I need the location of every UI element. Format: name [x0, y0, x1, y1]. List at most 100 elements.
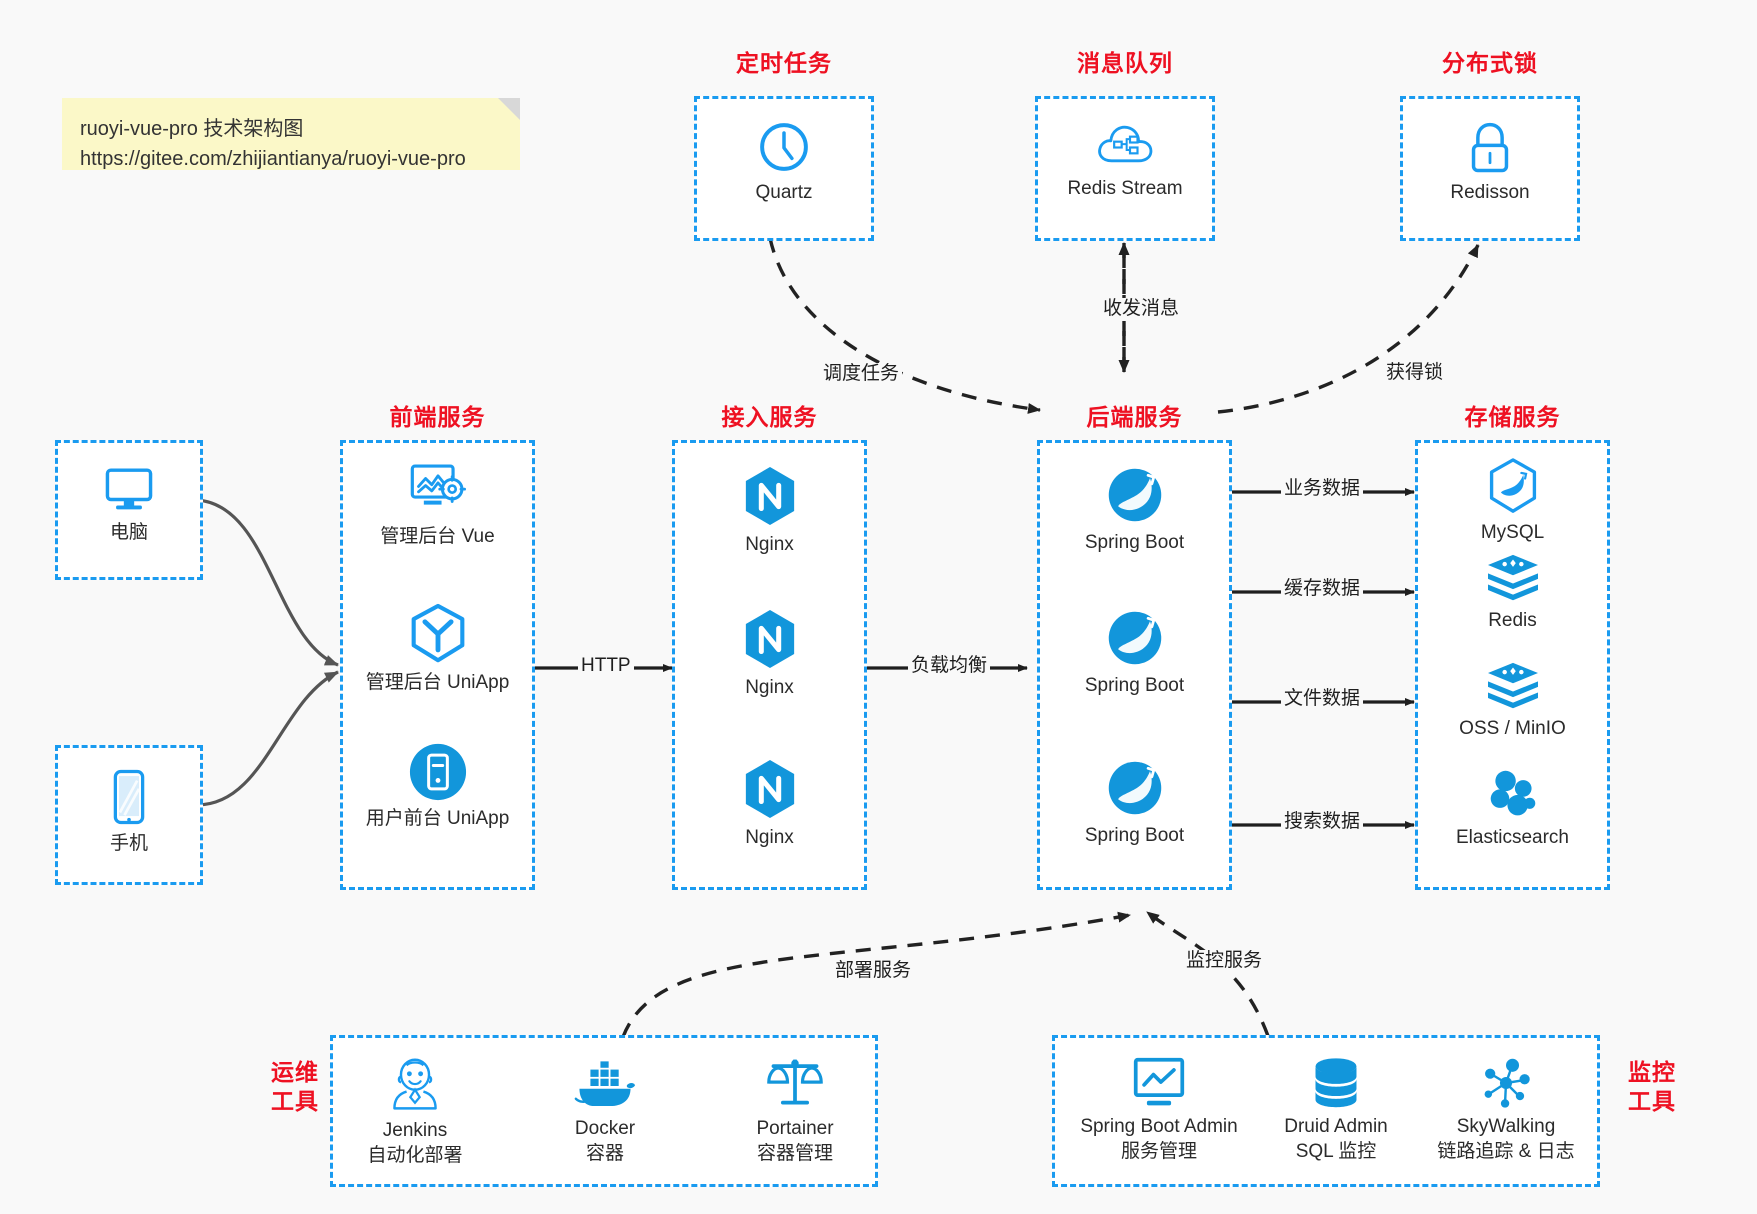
spring-boot-icon: [1040, 758, 1229, 818]
node-oss-minio[interactable]: OSS / MinIO: [1418, 661, 1607, 741]
oss-stack-icon: [1418, 661, 1607, 711]
node-skywalking-sublabel: 链路追踪 & 日志: [1437, 1140, 1575, 1162]
group-box-frontend: 管理后台 Vue 管理后台 UniApp 用户前台 U: [340, 440, 535, 890]
database-icon: [1236, 1056, 1436, 1110]
node-admin-uniapp-label: 管理后台 UniApp: [365, 672, 510, 693]
group-title-storage: 存储服务: [1464, 404, 1561, 430]
group-title-devops-line1: 运维: [271, 1059, 319, 1085]
node-spring-boot-2-label: Spring Boot: [1084, 675, 1185, 696]
node-jenkins[interactable]: Jenkins 自动化部署: [315, 1056, 515, 1168]
node-spring-boot-admin-label: Spring Boot Admin: [1080, 1116, 1238, 1137]
node-spring-boot-admin[interactable]: Spring Boot Admin 服务管理: [1059, 1056, 1259, 1164]
group-title-devops: 运维 工具: [255, 1058, 335, 1117]
node-redis[interactable]: Redis: [1418, 553, 1607, 633]
nginx-icon: [675, 465, 864, 527]
edge-desktop-to-frontend: [196, 498, 339, 667]
node-skywalking-label: SkyWalking: [1456, 1116, 1556, 1137]
node-nginx-3-label: Nginx: [745, 827, 794, 848]
node-portainer[interactable]: Portainer 容器管理: [695, 1054, 895, 1166]
lock-icon: [1403, 121, 1577, 175]
edge-label-acquire-lock: 获得锁: [1383, 362, 1447, 385]
jenkins-butler-icon: [315, 1056, 515, 1114]
mysql-dolphin-icon: [1418, 457, 1607, 515]
node-skywalking[interactable]: SkyWalking 链路追踪 & 日志: [1406, 1056, 1606, 1164]
group-title-monitoring-line1: 监控: [1628, 1059, 1676, 1085]
group-title-gateway: 接入服务: [721, 404, 818, 430]
group-box-scheduled-task: Quartz: [694, 96, 874, 241]
app-circle-icon: [343, 743, 532, 801]
node-nginx-2[interactable]: Nginx: [675, 608, 864, 700]
node-mobile[interactable]: 手机: [58, 768, 200, 856]
group-box-devops: Jenkins 自动化部署: [330, 1035, 878, 1187]
node-docker[interactable]: Docker 容器: [505, 1060, 705, 1166]
node-spring-boot-3[interactable]: Spring Boot: [1040, 758, 1229, 848]
group-title-frontend: 前端服务: [389, 404, 486, 430]
node-spring-boot-admin-sublabel: 服务管理: [1120, 1140, 1197, 1162]
node-docker-sublabel: 容器: [585, 1142, 624, 1164]
node-admin-vue-label: 管理后台 Vue: [380, 526, 495, 547]
node-admin-uniapp[interactable]: 管理后台 UniApp: [343, 603, 532, 695]
edge-mobile-to-frontend: [196, 670, 339, 807]
node-nginx-3[interactable]: Nginx: [675, 758, 864, 850]
node-spring-boot-2[interactable]: Spring Boot: [1040, 608, 1229, 698]
node-desktop-label: 电脑: [109, 522, 148, 543]
cloud-stream-icon: [1038, 119, 1212, 171]
node-jenkins-label: Jenkins: [382, 1120, 448, 1141]
group-box-distributed-lock: Redisson: [1400, 96, 1580, 241]
node-spring-boot-1-label: Spring Boot: [1084, 532, 1185, 553]
node-redisson[interactable]: Redisson: [1403, 121, 1577, 205]
edge-label-search-data: 搜索数据: [1281, 811, 1364, 834]
group-title-monitoring-line2: 工具: [1628, 1088, 1676, 1115]
group-title-monitoring: 监控 工具: [1612, 1058, 1692, 1117]
node-quartz[interactable]: Quartz: [697, 119, 871, 205]
elasticsearch-icon: [1418, 768, 1607, 820]
node-docker-label: Docker: [574, 1118, 636, 1139]
edge-label-monitor-service: 监控服务: [1183, 950, 1266, 973]
group-title-distributed-lock: 分布式锁: [1442, 50, 1538, 76]
node-mysql[interactable]: MySQL: [1418, 457, 1607, 545]
group-box-monitoring: Spring Boot Admin 服务管理 Druid Admin SQL 监…: [1052, 1035, 1600, 1187]
docker-whale-icon: [505, 1060, 705, 1112]
dashboard-gear-icon: [343, 461, 532, 519]
group-box-storage: MySQL Redis: [1415, 440, 1610, 890]
node-desktop[interactable]: 电脑: [58, 465, 200, 545]
edge-label-deploy-service: 部署服务: [832, 960, 915, 983]
node-elasticsearch[interactable]: Elasticsearch: [1418, 768, 1607, 850]
mobile-icon: [58, 768, 200, 826]
edge-label-load-balance: 负载均衡: [908, 655, 991, 678]
edge-label-send-receive-message: 收发消息: [1100, 298, 1183, 321]
node-redis-stream[interactable]: Redis Stream: [1038, 119, 1212, 201]
node-spring-boot-1[interactable]: Spring Boot: [1040, 465, 1229, 555]
node-quartz-label: Quartz: [755, 182, 813, 203]
node-druid-admin[interactable]: Druid Admin SQL 监控: [1236, 1056, 1436, 1164]
edge-monitor-service: [1145, 910, 1270, 1037]
node-user-uniapp[interactable]: 用户前台 UniApp: [343, 743, 532, 831]
group-title-message-queue: 消息队列: [1077, 50, 1173, 76]
scales-icon: [695, 1054, 895, 1112]
group-title-devops-line2: 工具: [271, 1088, 319, 1115]
group-title-backend: 后端服务: [1086, 404, 1183, 430]
note-fold-corner: [498, 98, 520, 120]
node-redis-stream-label: Redis Stream: [1067, 178, 1183, 199]
nginx-icon: [675, 758, 864, 820]
node-nginx-1-label: Nginx: [745, 534, 794, 555]
node-admin-vue[interactable]: 管理后台 Vue: [343, 461, 532, 549]
group-box-client-mobile: 手机: [55, 745, 203, 885]
spring-boot-icon: [1040, 608, 1229, 668]
node-portainer-label: Portainer: [756, 1118, 834, 1139]
edge-label-cache-data: 缓存数据: [1281, 578, 1364, 601]
node-elasticsearch-label: Elasticsearch: [1456, 827, 1569, 848]
node-nginx-1[interactable]: Nginx: [675, 465, 864, 557]
note-line-url: https://gitee.com/zhijiantianya/ruoyi-vu…: [80, 148, 466, 170]
node-nginx-2-label: Nginx: [745, 677, 794, 698]
info-note: ruoyi-vue-pro 技术架构图 https://gitee.com/zh…: [62, 98, 520, 170]
node-druid-admin-label: Druid Admin: [1284, 1116, 1388, 1137]
redis-stack-icon: [1418, 553, 1607, 603]
desktop-icon: [58, 465, 200, 515]
edge-label-business-data: 业务数据: [1281, 478, 1364, 501]
node-portainer-sublabel: 容器管理: [756, 1142, 833, 1164]
edge-label-http: HTTP: [578, 655, 634, 678]
group-title-scheduled-task: 定时任务: [736, 50, 832, 76]
node-spring-boot-3-label: Spring Boot: [1084, 825, 1185, 846]
